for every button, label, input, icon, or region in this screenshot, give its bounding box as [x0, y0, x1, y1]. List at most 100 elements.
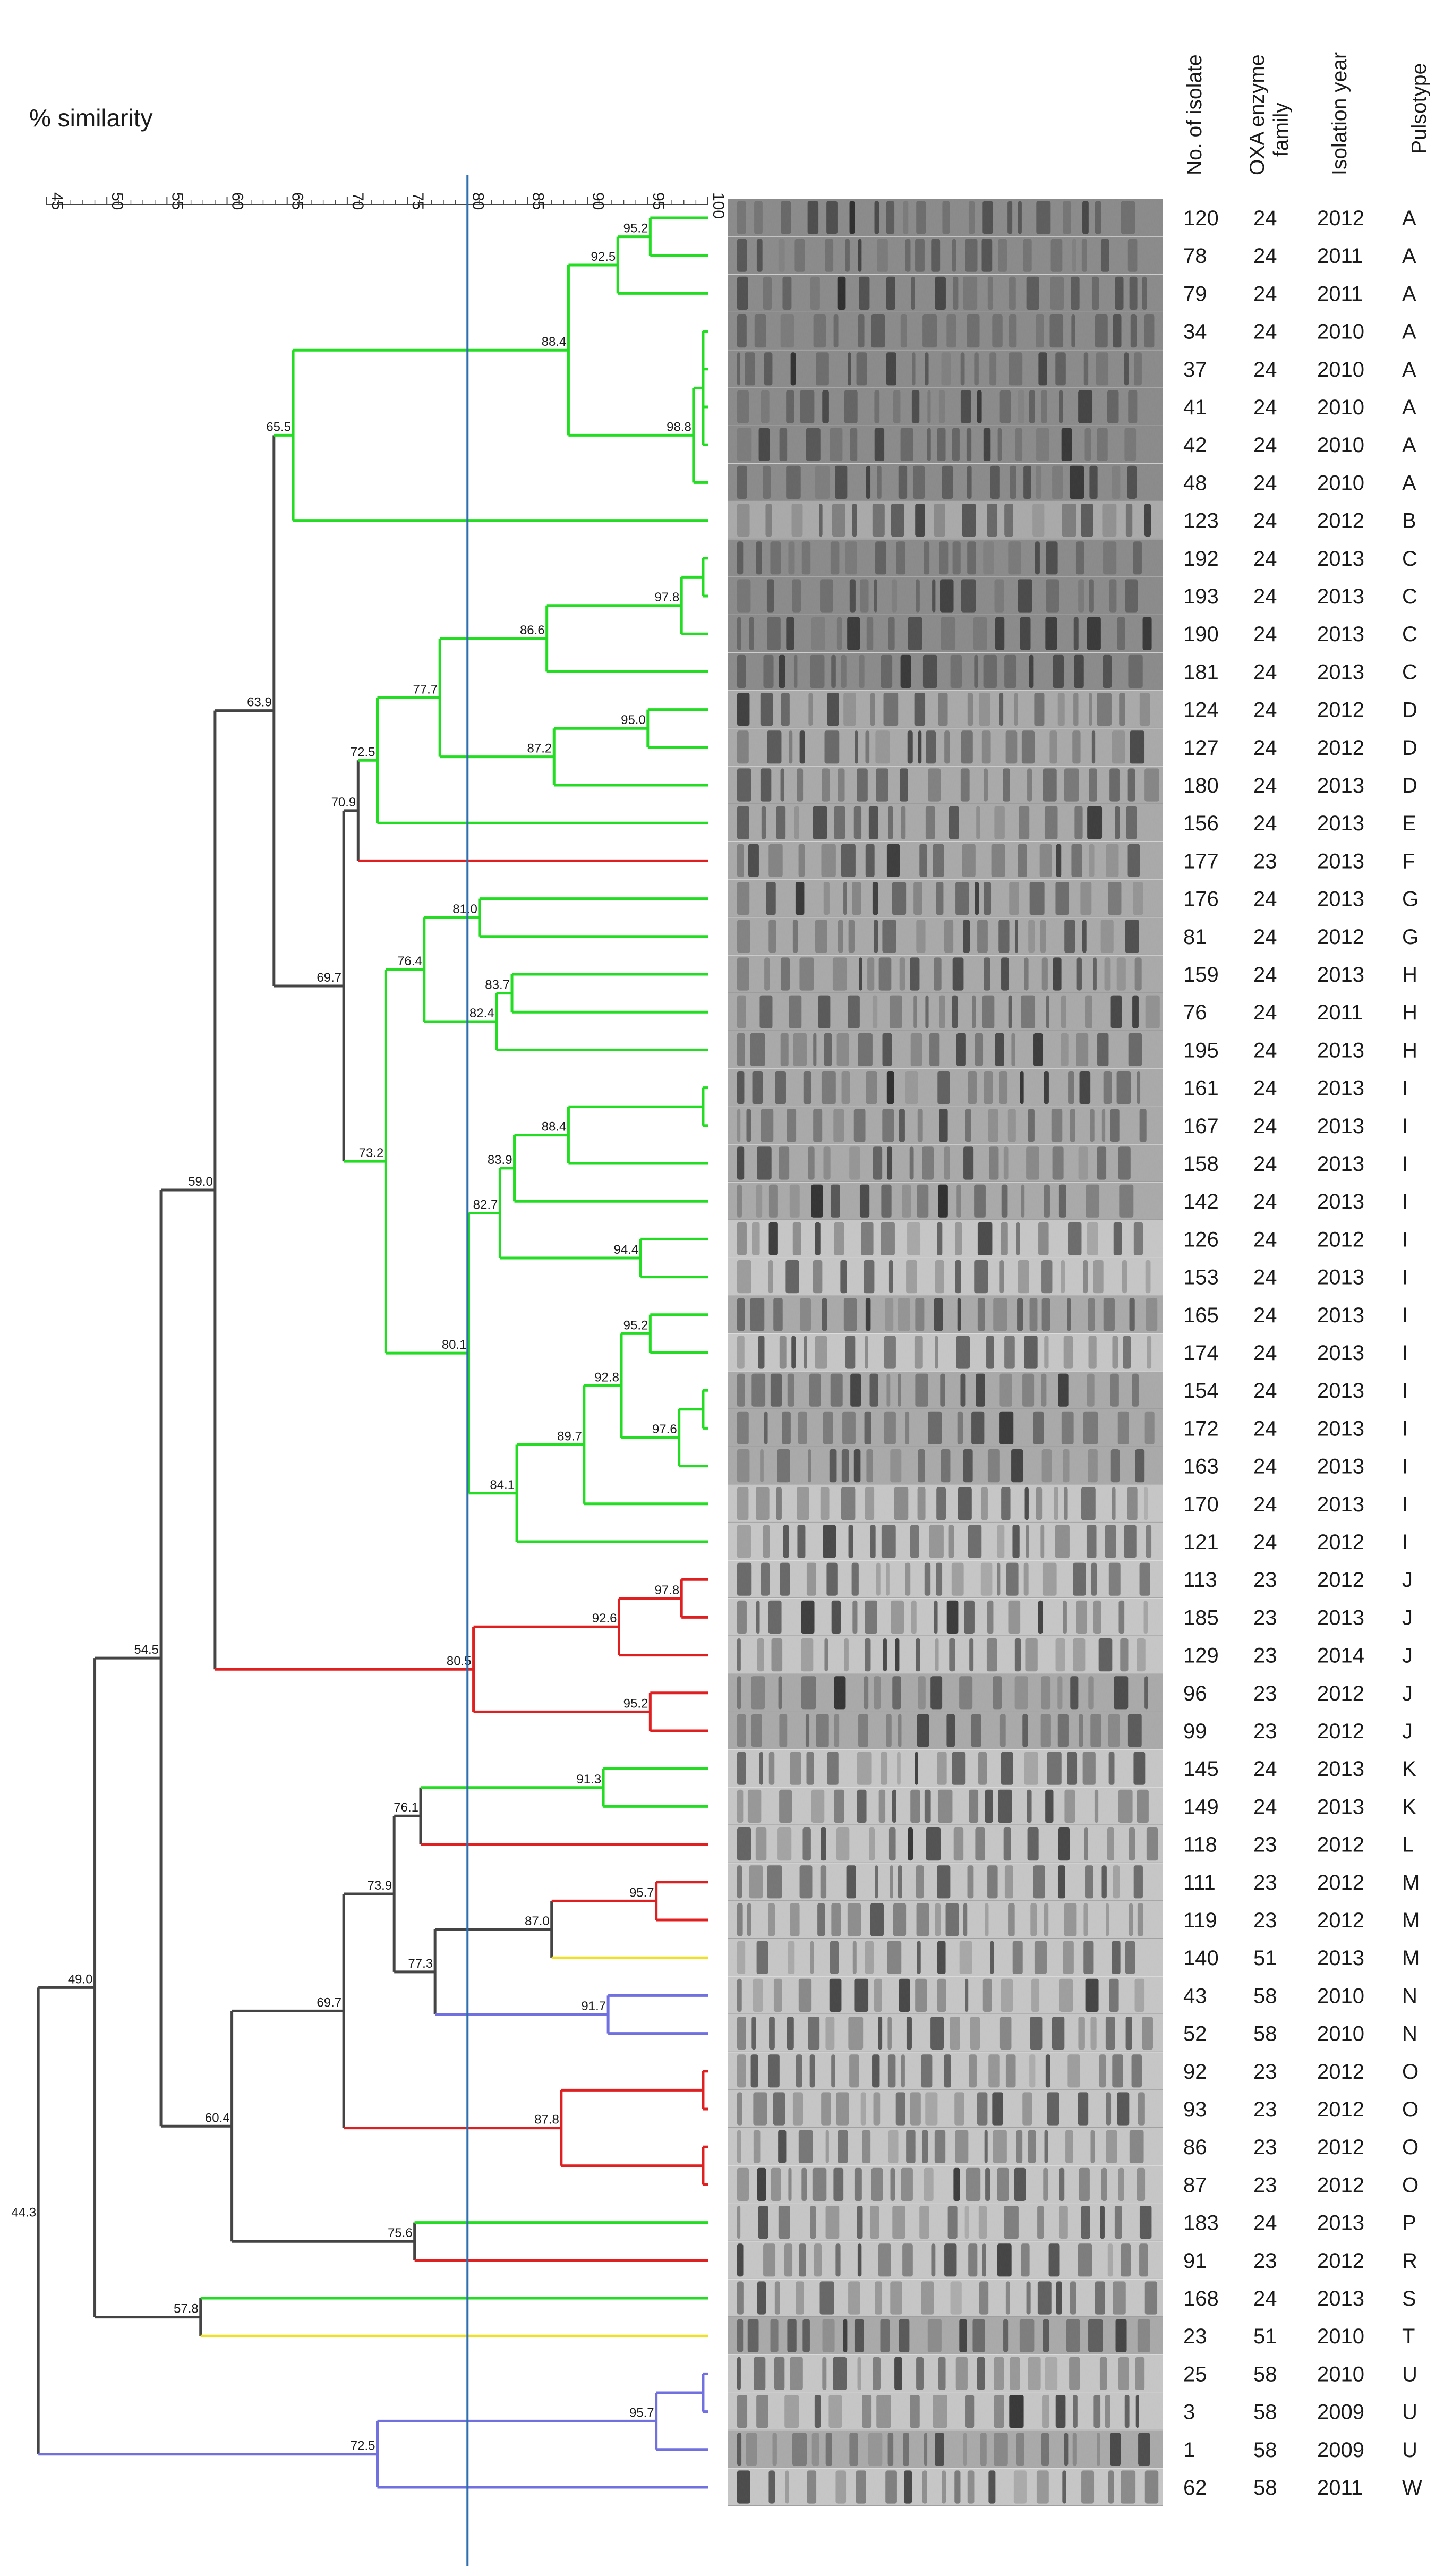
isolate-number: 119 — [1183, 1909, 1217, 1932]
oxa-family: 24 — [1253, 1531, 1277, 1554]
isolate-number: 99 — [1183, 1720, 1207, 1743]
oxa-family: 24 — [1253, 1493, 1277, 1516]
pulsotype: T — [1402, 2325, 1415, 2348]
isolate-number: 111 — [1183, 1871, 1216, 1894]
oxa-family: 24 — [1253, 736, 1277, 760]
node-similarity-label: 44.3 — [11, 2206, 36, 2220]
node-similarity-label: 83.7 — [485, 978, 510, 992]
node-similarity-label: 69.7 — [317, 971, 341, 985]
tick-label: 45 — [48, 192, 66, 210]
isolate-number: 129 — [1183, 1644, 1219, 1668]
node-similarity-label: 95.7 — [629, 2405, 654, 2420]
pulsotype: I — [1402, 1077, 1408, 1100]
isolate-number: 113 — [1183, 1568, 1217, 1592]
isolate-number: 34 — [1183, 320, 1207, 344]
oxa-family: 24 — [1253, 623, 1277, 646]
tick-label: 50 — [108, 192, 126, 210]
isolation-year: 2012 — [1317, 1568, 1364, 1592]
oxa-family: 24 — [1253, 1115, 1277, 1138]
header-year: Isolation year — [1328, 52, 1351, 175]
pulsotype: B — [1402, 509, 1416, 533]
pulsotype: A — [1402, 207, 1416, 230]
node-similarity-label: 60.4 — [205, 2111, 230, 2125]
node-similarity-label: 97.8 — [654, 590, 679, 605]
isolate-number: 118 — [1183, 1833, 1217, 1857]
isolation-year: 2013 — [1317, 1341, 1364, 1365]
oxa-family: 24 — [1253, 207, 1277, 230]
isolate-number: 190 — [1183, 623, 1219, 646]
isolate-number: 96 — [1183, 1682, 1207, 1705]
isolate-number: 93 — [1183, 2098, 1207, 2121]
isolation-year: 2013 — [1317, 1379, 1364, 1402]
tick-label: 100 — [710, 192, 727, 219]
isolate-number: 92 — [1183, 2060, 1207, 2084]
pulsotype: C — [1402, 660, 1417, 684]
isolation-year: 2012 — [1317, 1871, 1364, 1894]
isolate-number: 180 — [1183, 774, 1219, 797]
oxa-family: 23 — [1253, 1606, 1277, 1629]
isolate-number: 167 — [1183, 1115, 1219, 1138]
isolation-year: 2013 — [1317, 547, 1364, 571]
isolation-year: 2012 — [1317, 1833, 1364, 1857]
isolation-year: 2009 — [1317, 2438, 1364, 2462]
isolate-number: 121 — [1183, 1531, 1219, 1554]
isolation-year: 2010 — [1317, 2325, 1364, 2348]
pulsotype: I — [1402, 1266, 1408, 1289]
node-similarity-label: 77.3 — [408, 1957, 433, 1971]
oxa-family: 23 — [1253, 2136, 1277, 2159]
pulsotype: H — [1402, 963, 1417, 987]
node-similarity-label: 95.2 — [623, 222, 648, 236]
gel-image — [728, 199, 1163, 2506]
isolate-number: 158 — [1183, 1152, 1219, 1176]
isolation-year: 2013 — [1317, 812, 1364, 835]
isolate-number: 153 — [1183, 1266, 1219, 1289]
oxa-family: 24 — [1253, 1152, 1277, 1176]
pulsotype: I — [1402, 1304, 1408, 1327]
node-similarity-label: 94.4 — [614, 1243, 639, 1257]
node-similarity-label: 87.8 — [534, 2113, 559, 2127]
oxa-family: 23 — [1253, 2249, 1277, 2273]
isolation-year: 2014 — [1317, 1644, 1364, 1668]
isolate-number: 156 — [1183, 812, 1219, 835]
isolate-number: 174 — [1183, 1341, 1219, 1365]
node-similarity-label: 87.2 — [527, 742, 552, 756]
isolation-year: 2011 — [1317, 282, 1363, 305]
node-similarity-label: 83.9 — [488, 1153, 512, 1167]
oxa-family: 24 — [1253, 2212, 1277, 2235]
oxa-family: 24 — [1253, 320, 1277, 344]
node-similarity-label: 65.5 — [266, 420, 291, 434]
isolation-year: 2011 — [1317, 1001, 1363, 1024]
pulsotype: C — [1402, 585, 1417, 608]
pulsotype: R — [1402, 2249, 1417, 2273]
pulsotype: G — [1402, 925, 1419, 949]
oxa-family: 58 — [1253, 1984, 1277, 2008]
isolation-year: 2013 — [1317, 774, 1364, 797]
tick-label: 95 — [650, 192, 667, 210]
column-headers: No. of isolate OXA enzyme family Isolati… — [1183, 52, 1431, 175]
oxa-family: 24 — [1253, 1266, 1277, 1289]
isolate-number: 193 — [1183, 585, 1219, 608]
oxa-family: 24 — [1253, 963, 1277, 987]
oxa-family: 23 — [1253, 1568, 1277, 1592]
isolate-number: 25 — [1183, 2362, 1207, 2386]
oxa-family: 58 — [1253, 2022, 1277, 2046]
node-similarity-label: 72.5 — [351, 745, 375, 759]
isolation-year: 2013 — [1317, 1493, 1364, 1516]
isolate-number: 172 — [1183, 1417, 1219, 1440]
isolation-year: 2012 — [1317, 699, 1364, 722]
isolation-year: 2010 — [1317, 320, 1364, 344]
isolation-year: 2012 — [1317, 1720, 1364, 1743]
isolate-number: 42 — [1183, 433, 1207, 457]
header-oxa-line2: family — [1270, 103, 1293, 157]
